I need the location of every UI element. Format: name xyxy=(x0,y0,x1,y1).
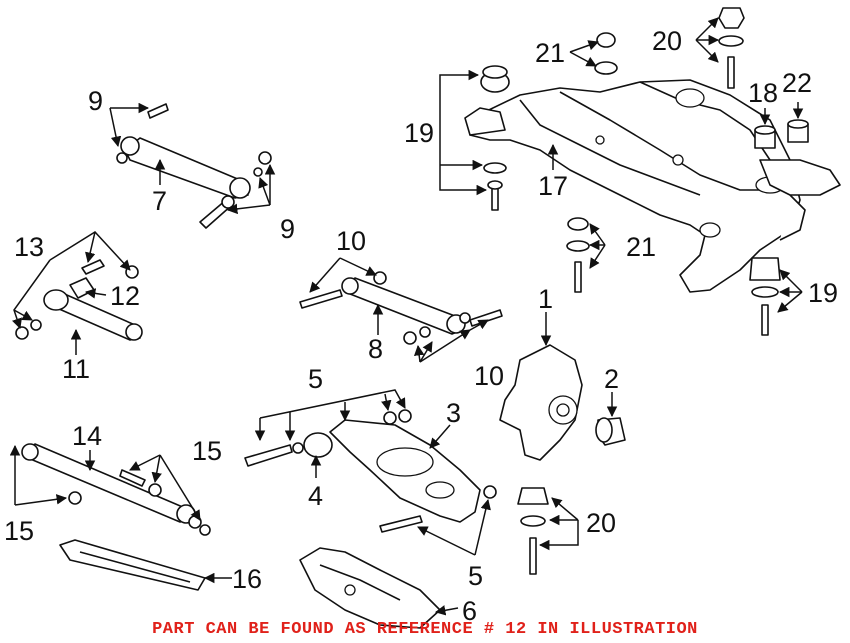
callout-4: 4 xyxy=(308,481,323,511)
control-arm-part-7 xyxy=(116,103,272,229)
callout-15-right: 15 xyxy=(192,436,222,466)
callout-2: 2 xyxy=(604,364,619,394)
callout-11: 11 xyxy=(62,354,90,384)
callout-19-right: 19 xyxy=(808,278,838,308)
leader-lines xyxy=(9,17,804,616)
callout-1: 1 xyxy=(538,284,553,314)
callout-21-top: 21 xyxy=(535,38,565,68)
callout-16: 16 xyxy=(232,564,262,594)
callout-9-top: 9 xyxy=(88,86,103,116)
callout-5-top: 5 xyxy=(308,364,323,394)
callout-17: 17 xyxy=(538,171,568,201)
callout-3: 3 xyxy=(446,398,461,428)
callout-9-bottom: 9 xyxy=(280,214,295,244)
splash-shield-part-6 xyxy=(299,547,441,629)
callout-7: 7 xyxy=(152,186,167,216)
callout-5-bottom: 5 xyxy=(468,561,483,591)
callout-21-mid: 21 xyxy=(626,232,656,262)
callout-6: 6 xyxy=(462,596,477,626)
knuckle-part-1 xyxy=(499,344,626,461)
control-arm-part-11 xyxy=(15,259,143,341)
brace-part-16 xyxy=(59,539,206,591)
callout-labels: 9 7 9 13 12 11 10 8 10 19 21 20 18 22 17… xyxy=(4,26,838,626)
callout-14: 14 xyxy=(72,421,102,451)
subframe-mount-hardware xyxy=(480,7,809,575)
footer-reference-note: PART CAN BE FOUND AS REFERENCE # 12 IN I… xyxy=(152,620,698,639)
callout-12: 12 xyxy=(110,281,140,311)
callout-20-bottom: 20 xyxy=(586,508,616,538)
control-arm-part-8 xyxy=(299,271,503,345)
callout-13: 13 xyxy=(14,232,44,262)
callout-15-left: 15 xyxy=(4,516,34,546)
lower-control-arm-part-3 xyxy=(244,409,497,533)
callout-8: 8 xyxy=(368,334,383,364)
callout-10-top: 10 xyxy=(336,226,366,256)
callout-10-bottom: 10 xyxy=(474,361,504,391)
callout-22: 22 xyxy=(782,68,812,98)
subframe-part-17 xyxy=(464,79,841,293)
callout-20-top: 20 xyxy=(652,26,682,56)
callout-18: 18 xyxy=(748,78,778,108)
callout-19-top: 19 xyxy=(404,118,434,148)
